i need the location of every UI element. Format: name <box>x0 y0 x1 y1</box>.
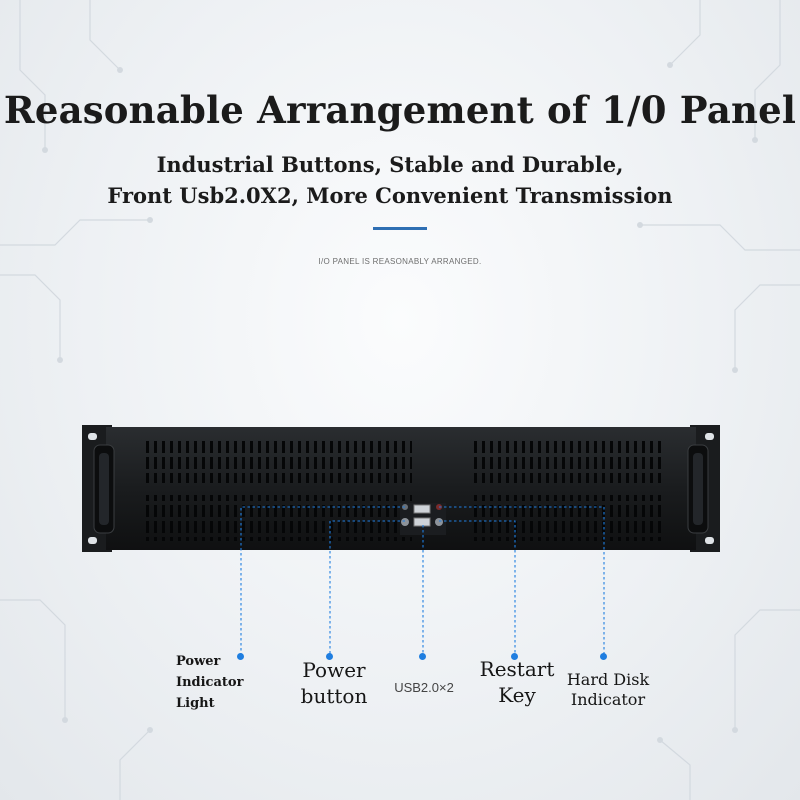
callout-dot-usb <box>419 653 426 660</box>
left-handle <box>93 444 115 534</box>
callout-dot-power-button <box>326 653 333 660</box>
callout-dot-restart <box>511 653 518 660</box>
label-line: Key <box>498 682 536 707</box>
label-line: button <box>300 683 368 708</box>
right-handle <box>687 444 709 534</box>
usb-port-2 <box>413 517 431 527</box>
label-hard-disk-indicator: Hard Disk Indicator <box>560 670 656 711</box>
usb-port-1 <box>413 504 431 514</box>
label-line: Indicator <box>176 675 244 691</box>
label-usb: USB2.0×2 <box>394 680 454 695</box>
server-chassis-front <box>82 425 720 552</box>
power-button-knob <box>401 518 409 526</box>
subtitle-line-1: Industrial Buttons, Stable and Durable, <box>156 152 624 177</box>
callout-dot-hdd <box>600 653 607 660</box>
label-line: Light <box>176 696 215 712</box>
label-line: Hard Disk <box>566 670 650 689</box>
caption: I/O PANEL IS REASONABLY ARRANGED. <box>318 257 482 266</box>
label-line: Restart <box>479 657 555 681</box>
label-power-indicator-light: Power Indicator Light <box>176 651 256 714</box>
callout-dot-power-indicator <box>237 653 244 660</box>
subtitle-line-2: Front Usb2.0X2, More Convenient Transmis… <box>107 183 673 208</box>
restart-button-knob <box>435 518 443 526</box>
accent-divider <box>373 227 427 230</box>
label-line: Power <box>302 658 366 682</box>
label-power-button: Power button <box>290 658 378 709</box>
page-title: Reasonable Arrangement of 1/0 Panel <box>3 88 797 132</box>
label-line: Indicator <box>570 690 646 710</box>
label-restart-key: Restart Key <box>472 657 562 708</box>
label-line: Power <box>176 654 221 669</box>
